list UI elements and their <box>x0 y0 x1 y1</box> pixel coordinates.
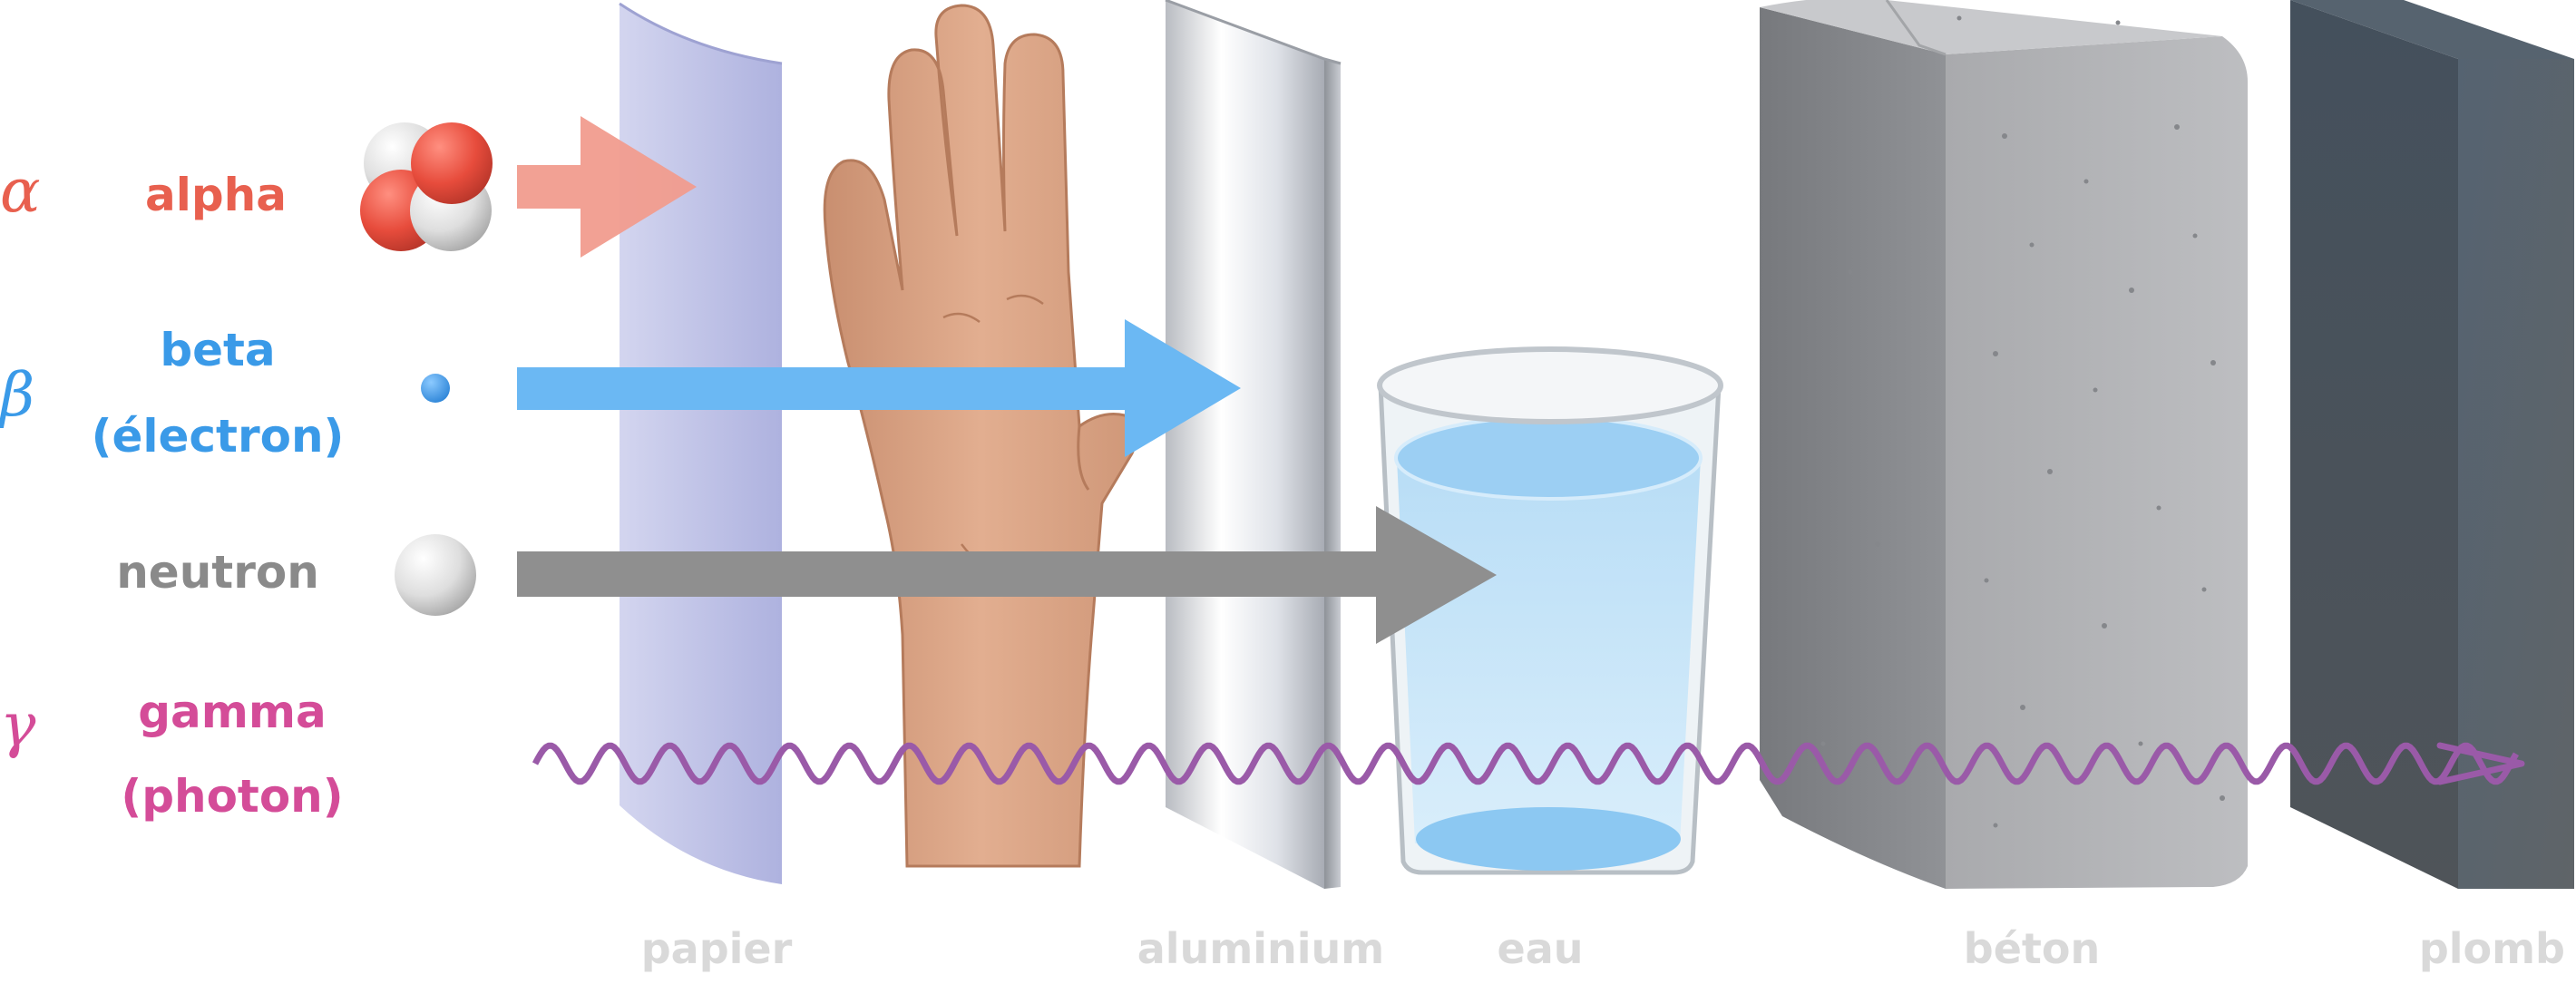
beta-arrow <box>517 319 1241 457</box>
alpha-label: alpha <box>145 169 287 221</box>
gamma-symbol: γ <box>0 690 36 760</box>
alpha-arrow <box>517 116 697 258</box>
gamma-sublabel: (photon) <box>121 770 343 823</box>
aluminium-barrier <box>1165 0 1342 889</box>
beta-sublabel: (électron) <box>92 410 345 463</box>
gamma-label: gamma <box>138 686 326 738</box>
hand-icon <box>823 4 1138 868</box>
gamma-wave <box>532 742 2525 785</box>
paper-barrier <box>619 2 783 884</box>
electron-dot-icon <box>421 374 450 403</box>
neutron-arrow <box>517 506 1497 644</box>
beta-symbol: β <box>0 360 34 430</box>
lead-barrier <box>2290 0 2574 889</box>
material-label-beton: béton <box>1964 924 2100 973</box>
material-label-eau: eau <box>1498 924 1584 973</box>
beta-label: beta <box>160 324 275 376</box>
concrete-speckles <box>1820 15 2225 828</box>
helium-nucleus-icon <box>360 122 493 251</box>
material-label-plomb: plomb <box>2419 924 2565 973</box>
concrete-barrier <box>1760 0 2248 889</box>
neutron-label: neutron <box>116 546 319 599</box>
alpha-symbol: α <box>0 156 41 226</box>
material-label-aluminium: aluminium <box>1137 924 1384 973</box>
neutron-sphere-icon <box>395 534 476 616</box>
material-label-papier: papier <box>641 924 793 973</box>
